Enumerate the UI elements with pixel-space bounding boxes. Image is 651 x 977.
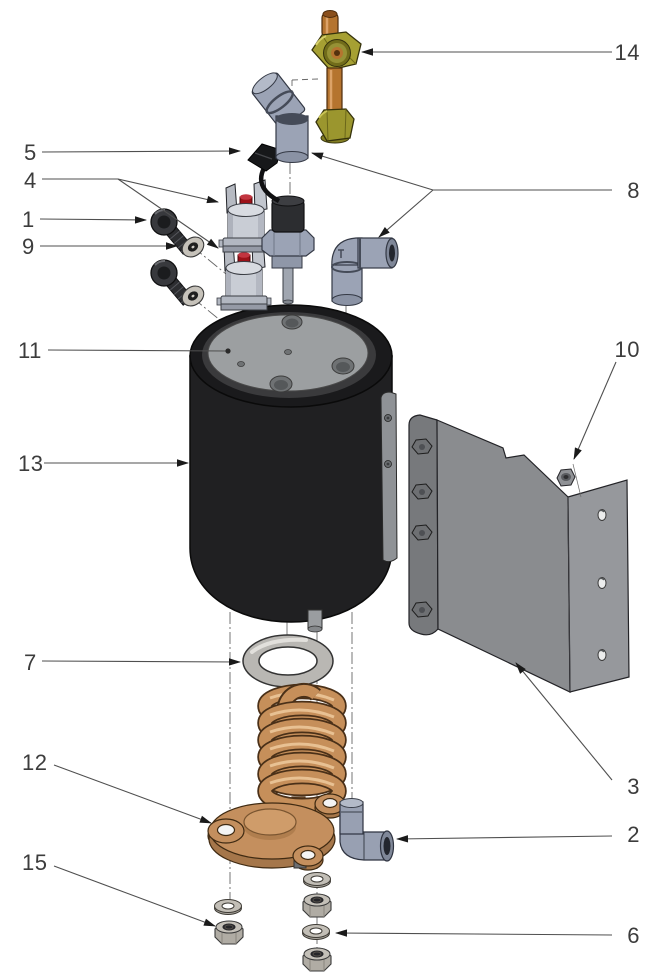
boiler-top-plate	[202, 312, 376, 398]
callout-1-label: 1	[22, 207, 35, 232]
top-plate-holes	[237, 314, 355, 393]
callout-11-label: 11	[18, 338, 42, 363]
flat-washer-6	[302, 924, 330, 940]
callout-10-label: 10	[615, 337, 640, 362]
callout-2-leader: 2	[396, 822, 640, 847]
callout-9-label: 9	[22, 234, 35, 259]
mounting-bracket	[408, 414, 630, 693]
o-ring	[242, 634, 334, 688]
callout-8-label: 8	[627, 178, 640, 203]
callout-13-label: 13	[18, 451, 43, 476]
sensor-probe	[261, 195, 315, 305]
thermostat-upper	[218, 179, 274, 253]
element-flange	[207, 793, 346, 871]
callout-4-leader: 4	[24, 168, 219, 249]
bracket-studs	[411, 438, 433, 618]
callout-3-label: 3	[627, 774, 640, 799]
callout-14-label: 14	[615, 40, 640, 65]
hex-nut-15	[214, 920, 244, 945]
elbow-fitting-right	[331, 237, 399, 306]
boiler-side-mount-strip	[380, 391, 398, 563]
heating-coil	[257, 683, 347, 814]
flat-washer-15	[214, 899, 242, 915]
callout-11-leader: 11	[18, 338, 231, 363]
callout-5-leader: 5	[24, 140, 241, 165]
callout-15-label: 15	[22, 850, 47, 875]
callout-14-leader: 14	[361, 40, 640, 65]
callout-12-leader: 12	[22, 750, 212, 824]
callout-9-leader: 9	[22, 234, 178, 259]
thermostat-lower	[216, 237, 272, 311]
callout-2-label: 2	[627, 822, 640, 847]
hex-nut-center-upper	[302, 893, 332, 918]
heating-element	[207, 683, 347, 871]
callout-7-label: 7	[24, 650, 37, 675]
elbow-fitting-part2	[339, 798, 395, 862]
bracket-holes	[597, 509, 607, 661]
callout-4-label: 4	[24, 168, 37, 193]
brass-fitting-part14	[311, 10, 362, 144]
hex-nut-center-lower	[302, 947, 332, 972]
callout-5-label: 5	[24, 140, 37, 165]
flat-washer-9a	[181, 236, 205, 258]
callout-1-leader: 1	[22, 207, 147, 232]
callout-7-leader: 7	[24, 650, 241, 675]
callouts: 14 8 5 4 1 9 11	[18, 40, 640, 948]
flat-washer-top	[303, 872, 331, 888]
callout-10-leader: 10	[573, 337, 640, 460]
callout-8-leader: 8	[311, 152, 640, 238]
callout-6-leader: 6	[335, 923, 640, 948]
callout-12-label: 12	[22, 750, 47, 775]
callout-6-label: 6	[627, 923, 640, 948]
boiler-bottom-pin	[307, 609, 323, 633]
callout-15-leader: 15	[22, 850, 216, 927]
flat-washer-9b	[181, 285, 205, 307]
callout-3-leader: 3	[515, 662, 640, 799]
elbow-fitting-upper	[251, 72, 309, 163]
callout-13-leader: 13	[18, 451, 189, 476]
bracket-hex-nut-10	[556, 463, 582, 498]
